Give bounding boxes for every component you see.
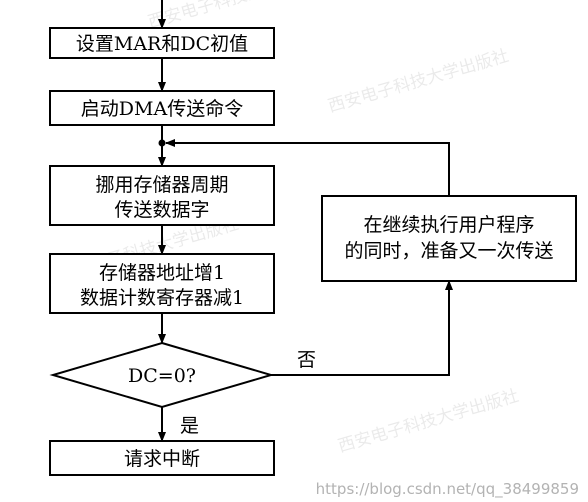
cpu-continue-step: 在继续执行用户程序 的同时，准备又一次传送 xyxy=(321,195,577,282)
publisher-watermark: 西安电子科技大学出版社 xyxy=(326,46,511,117)
interrupt-label: 请求中断 xyxy=(124,448,200,470)
update-counters-step: 存储器地址增1 数据计数寄存器减1 xyxy=(49,253,275,314)
publisher-watermark: 西安电子科技大学出版社 xyxy=(336,386,521,457)
decision-label: DC=0? xyxy=(128,365,196,387)
interrupt-box xyxy=(49,440,275,476)
start-dma-box xyxy=(49,90,275,126)
update-counters-box xyxy=(49,253,275,314)
no-branch-arrow xyxy=(271,280,453,376)
cpu-continue-label-line-1: 在继续执行用户程序 xyxy=(363,214,534,236)
cpu-continue-label-line-2: 的同时，准备又一次传送 xyxy=(344,240,553,262)
set-mar-dc-step: 设置MAR和DC初值 xyxy=(49,27,275,59)
merge-dot xyxy=(158,139,166,147)
start-dma-step: 启动DMA传送命令 xyxy=(49,90,275,126)
interrupt-step: 请求中断 xyxy=(49,440,275,476)
blog-url-watermark: https://blog.csdn.net/qq_38499859 xyxy=(316,480,579,499)
steal-cycle-box xyxy=(49,165,275,226)
steal-cycle-label-line-1: 挪用存储器周期 xyxy=(95,174,228,196)
start-dma-label: 启动DMA传送命令 xyxy=(81,98,243,120)
set-mar-dc-label: 设置MAR和DC初值 xyxy=(76,33,248,55)
cpu-continue-box xyxy=(321,195,577,282)
set-mar-dc-box xyxy=(49,27,275,59)
update-counters-label-line-1: 存储器地址增1 xyxy=(99,262,225,284)
dc-zero-decision: DC=0? xyxy=(49,341,275,409)
steal-cycle-step: 挪用存储器周期 传送数据字 xyxy=(49,165,275,226)
no-branch-label: 否 xyxy=(297,349,316,371)
yes-branch-label: 是 xyxy=(180,415,199,437)
connectors xyxy=(158,0,453,442)
steal-cycle-label-line-2: 传送数据字 xyxy=(114,199,209,221)
decision-diamond xyxy=(49,341,275,409)
loop-back-arrow xyxy=(165,139,450,196)
update-counters-label-line-2: 数据计数寄存器减1 xyxy=(80,287,244,309)
